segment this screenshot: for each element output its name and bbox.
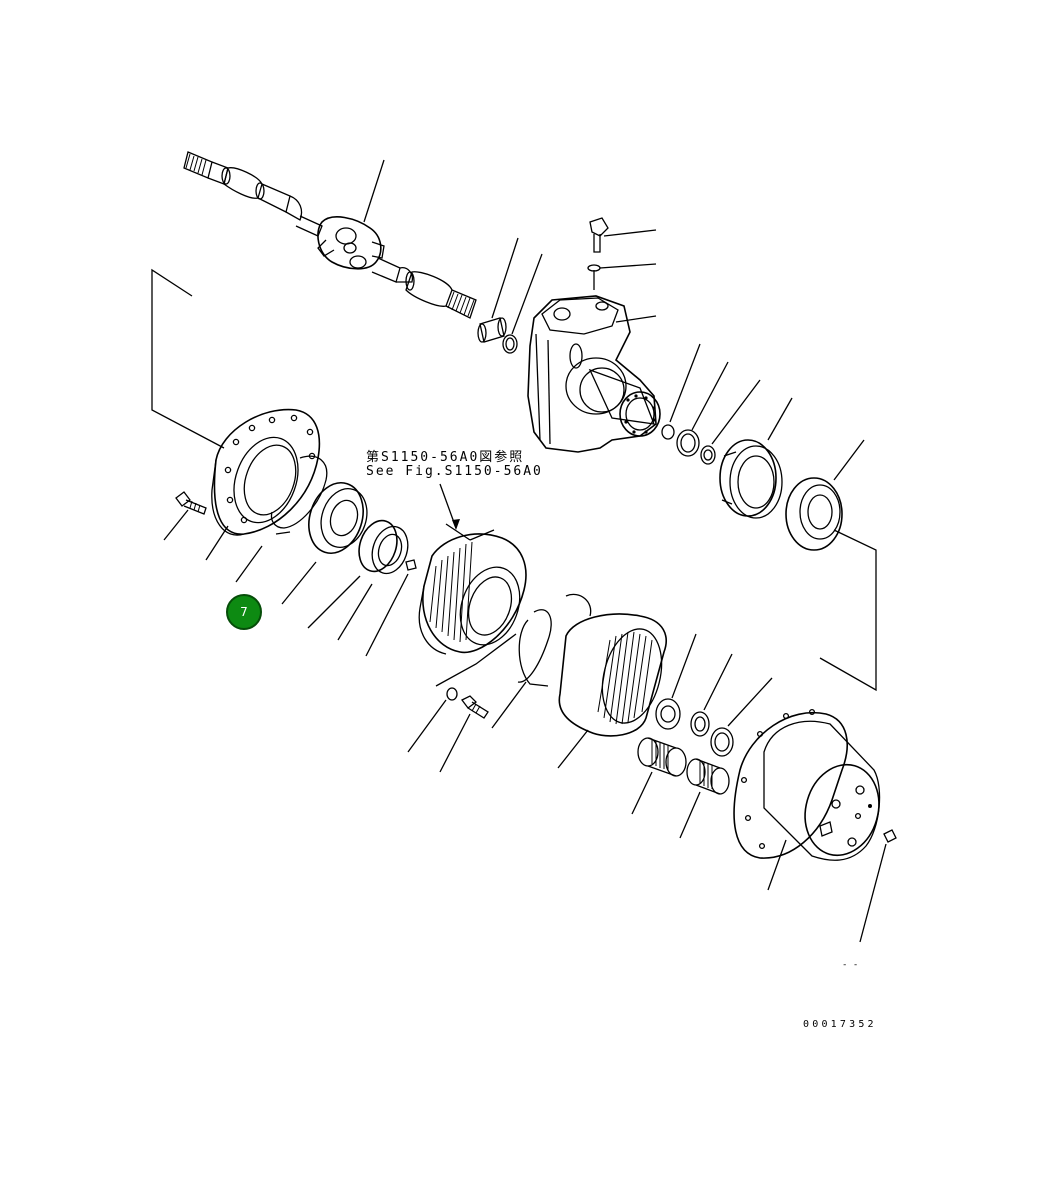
snap-ring	[235, 455, 328, 583]
large-snap-ring	[491, 593, 592, 729]
hub-flange	[205, 408, 321, 561]
planetary-carrier	[418, 483, 527, 655]
washer-and-bolt	[407, 687, 489, 773]
grease-fitting	[587, 217, 657, 290]
inner-bearing	[281, 482, 368, 605]
corner-mark: - -	[842, 960, 859, 970]
drain-plug	[859, 829, 897, 943]
callout-number: 7	[240, 605, 248, 619]
reference-note-japanese: 第S1150-56A0図参照	[366, 450, 525, 465]
part-callout-7[interactable]: 7	[226, 594, 262, 630]
final-drive-cover	[733, 708, 881, 891]
bushing-and-seal	[477, 237, 543, 354]
flange-bolt	[163, 491, 207, 541]
knuckle-housing	[527, 295, 661, 453]
reference-note-english: See Fig.S1150-56A0	[366, 464, 543, 479]
washers-and-needle-bearings	[631, 633, 773, 839]
rings-and-bearing-right	[661, 343, 865, 551]
ring-gear	[557, 613, 667, 769]
assembly-bracket-lines	[151, 268, 877, 692]
small-pin	[365, 559, 417, 657]
spacer-ring	[307, 519, 409, 641]
drawing-number: 00017352	[803, 1019, 877, 1030]
axle-shaft-assembly	[183, 151, 477, 319]
